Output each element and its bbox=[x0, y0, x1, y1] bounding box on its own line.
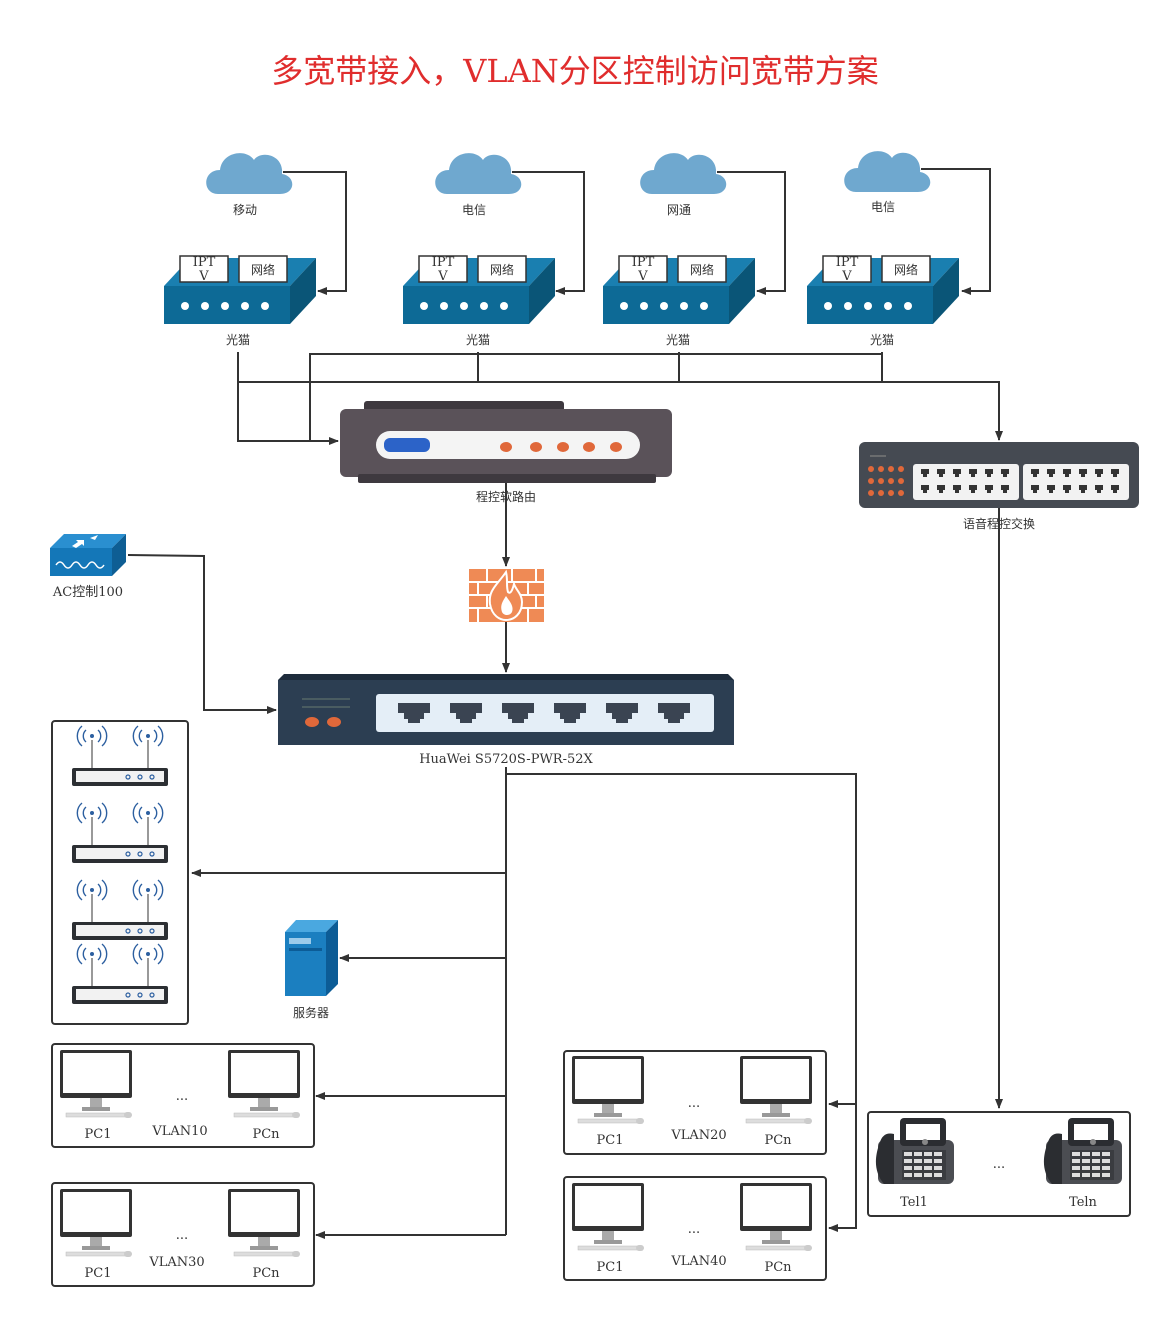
vlan-name: VLAN30 bbox=[148, 1255, 204, 1270]
modem-3: IPT V 网络 光猫 bbox=[603, 255, 755, 347]
modem-router-link bbox=[237, 352, 339, 445]
switch-vlan40-link bbox=[506, 773, 857, 1232]
isp-cloud-2: 电信 bbox=[435, 153, 522, 217]
isp-cloud-1: 移动 bbox=[206, 153, 293, 217]
core-switch: HuaWei S5720S-PWR-52X bbox=[278, 674, 734, 767]
pc-first-label: PC1 bbox=[85, 1266, 112, 1281]
vlan-group-40: ... PC1 VLAN40 PCn bbox=[563, 1176, 827, 1281]
modem-port-net: 网络 bbox=[690, 262, 714, 277]
server-label: 服务器 bbox=[293, 1005, 329, 1020]
cloud-modem-link-3 bbox=[717, 171, 786, 295]
pc-first-label: PC1 bbox=[597, 1133, 624, 1148]
vlan-name: VLAN20 bbox=[670, 1128, 726, 1143]
cloud-icon bbox=[206, 153, 293, 194]
pc-dots: ... bbox=[176, 1089, 188, 1104]
modem-port-net: 网络 bbox=[894, 262, 918, 277]
cloud-modem-link-4 bbox=[921, 168, 991, 295]
svg-text:IPT: IPT bbox=[836, 255, 859, 270]
server: 服务器 bbox=[285, 920, 338, 1020]
cloud-icon bbox=[844, 151, 931, 192]
modem-label: 光猫 bbox=[870, 333, 894, 347]
ac-controller: AC控制100 bbox=[50, 534, 126, 600]
pc-last-label: PCn bbox=[764, 1133, 792, 1148]
vlan-name: VLAN40 bbox=[670, 1254, 726, 1269]
vlan-name: VLAN10 bbox=[151, 1124, 207, 1139]
modem-voice-link bbox=[238, 381, 1003, 441]
pc-dots: ... bbox=[176, 1228, 188, 1243]
ac-switch-link bbox=[127, 554, 277, 714]
modem-4: IPT V 网络 光猫 bbox=[807, 255, 959, 347]
cloud-modem-link-1 bbox=[283, 171, 347, 295]
pc-first-label: PC1 bbox=[85, 1127, 112, 1142]
ap-group bbox=[51, 720, 189, 1025]
isp-label: 电信 bbox=[462, 203, 486, 217]
cloud-icon bbox=[435, 153, 522, 194]
phone-group: ... Tel1 Teln bbox=[867, 1111, 1131, 1217]
isp-label: 电信 bbox=[871, 200, 895, 214]
isp-cloud-4: 电信 bbox=[844, 151, 931, 214]
pc-first-label: PC1 bbox=[597, 1260, 624, 1275]
pc-last-label: PCn bbox=[252, 1127, 280, 1142]
cloud-icon bbox=[640, 153, 727, 194]
pc-dots: ... bbox=[688, 1222, 700, 1237]
modem-label: 光猫 bbox=[466, 333, 490, 347]
phone-first-label: Tel1 bbox=[900, 1195, 928, 1210]
diagram-title: 多宽带接入，VLAN分区控制访问宽带方案 bbox=[271, 52, 878, 90]
vlan-group-20: ... PC1 VLAN20 PCn bbox=[563, 1050, 827, 1155]
vlan-group-10: ... PC1 VLAN10 PCn bbox=[51, 1043, 315, 1148]
svg-text:V: V bbox=[198, 269, 209, 284]
svg-text:IPT: IPT bbox=[432, 255, 455, 270]
svg-text:V: V bbox=[437, 269, 448, 284]
voice-switch: 语音程控交换 bbox=[859, 442, 1139, 531]
svg-text:V: V bbox=[637, 269, 648, 284]
modem-port-iptv: IPT bbox=[193, 255, 216, 270]
pc-last-label: PCn bbox=[764, 1260, 792, 1275]
isp-cloud-3: 网通 bbox=[640, 153, 727, 217]
svg-text:IPT: IPT bbox=[632, 255, 655, 270]
firewall-icon bbox=[469, 569, 544, 622]
phone-dots: ... bbox=[993, 1157, 1005, 1172]
ac-label: AC控制100 bbox=[52, 585, 123, 600]
core-switch-label: HuaWei S5720S-PWR-52X bbox=[419, 752, 593, 767]
modem-label: 光猫 bbox=[666, 333, 690, 347]
pc-dots: ... bbox=[688, 1096, 700, 1111]
modem-port-net: 网络 bbox=[490, 262, 514, 277]
svg-text:V: V bbox=[841, 269, 852, 284]
isp-label: 网通 bbox=[667, 203, 691, 217]
vlan-group-30: ... PC1 VLAN30 PCn bbox=[51, 1182, 315, 1287]
phone-last-label: Teln bbox=[1069, 1195, 1098, 1210]
modem-port-net: 网络 bbox=[251, 262, 275, 277]
pc-last-label: PCn bbox=[252, 1266, 280, 1281]
modem-2: IPT V 网络 光猫 bbox=[403, 255, 555, 347]
modem-1: IPT V 网络 光猫 bbox=[164, 255, 316, 347]
cloud-modem-link-2 bbox=[512, 171, 585, 295]
isp-label: 移动 bbox=[233, 203, 257, 217]
modem-label: 光猫 bbox=[226, 333, 250, 347]
